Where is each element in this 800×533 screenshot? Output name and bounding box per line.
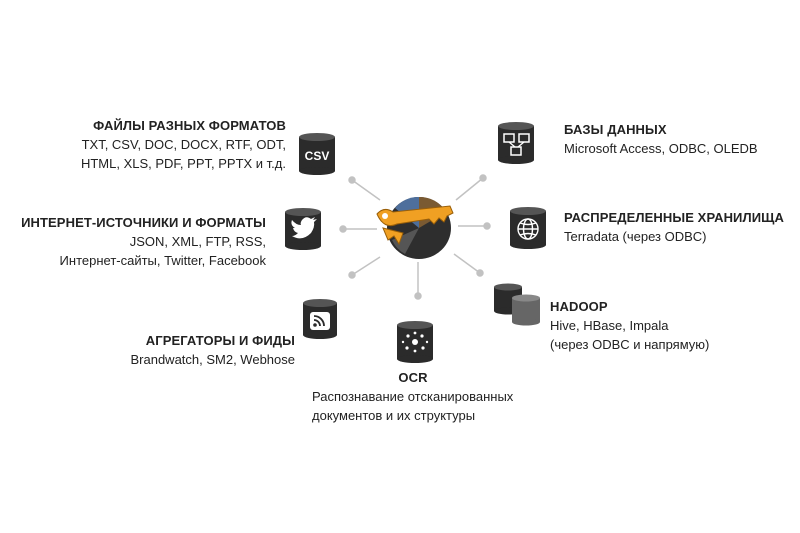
node-title: OCR [398, 370, 428, 385]
node-title: АГРЕГАТОРЫ И ФИДЫ [145, 333, 295, 348]
rss-feed-icon [303, 299, 337, 339]
node-detail-line: Интернет-сайты, Twitter, Facebook [59, 253, 266, 268]
node-distributed: РАСПРЕДЕЛЕННЫЕ ХРАНИЛИЩА Terradata (чере… [564, 208, 784, 246]
globe-database-icon [510, 207, 546, 249]
node-aggregators: АГРЕГАТОРЫ И ФИДЫ Brandwatch, SM2, Webho… [130, 331, 295, 369]
node-title: ФАЙЛЫ РАЗНЫХ ФОРМАТОВ [93, 118, 286, 133]
key-hub-icon [376, 196, 454, 259]
node-detail-line: (через ODBC и напрямую) [550, 337, 710, 352]
connector-databases [455, 177, 484, 201]
node-detail-line: TXT, CSV, DOC, DOCX, RTF, ODT, [81, 137, 286, 152]
database-tables-icon [498, 122, 534, 164]
node-title: HADOOP [550, 299, 608, 314]
node-detail-line: Распознавание отсканированных [312, 389, 514, 404]
csv-database-icon: CSV [299, 133, 335, 175]
twitter-icon [285, 208, 321, 250]
node-hadoop: HADOOP Hive, HBase, Impala (через ODBC и… [550, 297, 709, 354]
node-title: РАСПРЕДЕЛЕННЫЕ ХРАНИЛИЩА [564, 210, 784, 225]
node-files: ФАЙЛЫ РАЗНЫХ ФОРМАТОВ TXT, CSV, DOC, DOC… [81, 116, 286, 173]
node-detail-line: JSON, XML, FTP, RSS, [129, 234, 266, 249]
node-title: ИНТЕРНЕТ-ИСТОЧНИКИ И ФОРМАТЫ [21, 215, 266, 230]
csv-icon-text: CSV [305, 149, 330, 163]
connector-hadoop [453, 253, 481, 274]
node-ocr: OCR Распознавание отсканированных докуме… [312, 368, 518, 425]
connector-aggregators [351, 256, 381, 276]
connectors [339, 174, 491, 300]
connector-files [351, 179, 381, 201]
node-detail-line: Brandwatch, SM2, Webhose [130, 352, 295, 367]
node-title: БАЗЫ ДАННЫХ [564, 122, 667, 137]
ocr-database-icon [397, 321, 433, 363]
hadoop-cluster-icon [494, 283, 540, 326]
node-databases: БАЗЫ ДАННЫХ Microsoft Access, ODBC, OLED… [564, 120, 758, 158]
node-detail-line: Terradata (через ODBC) [564, 229, 707, 244]
node-internet: ИНТЕРНЕТ-ИСТОЧНИКИ И ФОРМАТЫ JSON, XML, … [21, 213, 266, 270]
node-detail-line: документов и их структуры [312, 408, 476, 423]
node-detail-line: Hive, HBase, Impala [550, 318, 669, 333]
node-detail-line: HTML, XLS, PDF, PPT, PPTX и т.д. [80, 156, 286, 171]
node-detail-line: Microsoft Access, ODBC, OLEDB [564, 141, 758, 156]
